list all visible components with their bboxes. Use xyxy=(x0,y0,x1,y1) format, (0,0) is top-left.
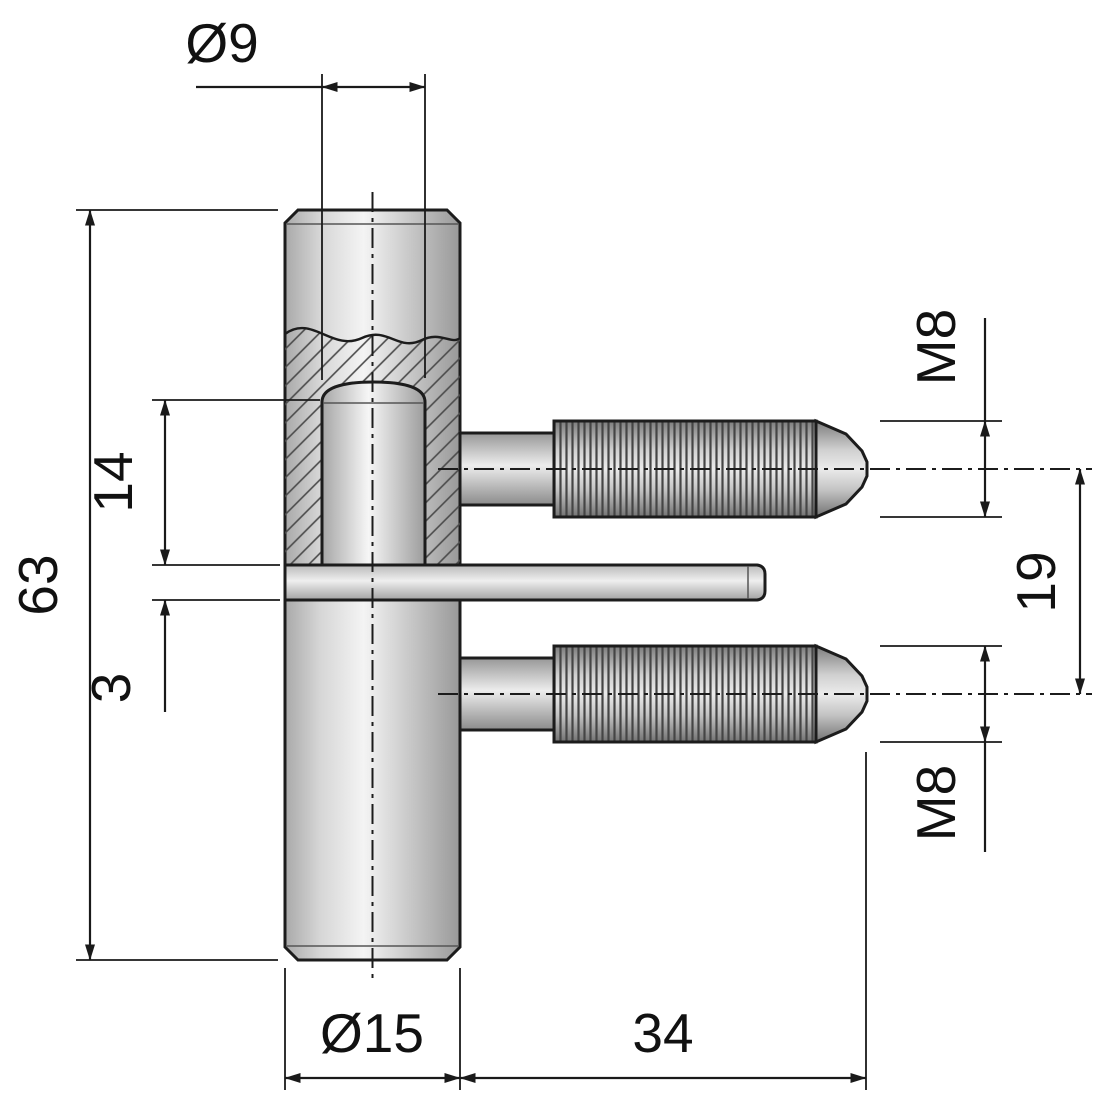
dim-body-diameter: Ø15 xyxy=(284,968,461,1090)
break-line xyxy=(284,326,461,345)
dim-label-overall-length: 63 xyxy=(7,554,69,615)
dim-stud-length: 34 xyxy=(459,752,867,1090)
dim-pin-diameter: Ø9 xyxy=(185,12,426,380)
mounting-plate xyxy=(283,563,767,602)
dim-label-lower-thread: M8 xyxy=(905,765,967,841)
dim-label-body-diameter: Ø15 xyxy=(320,1002,424,1064)
dim-upper-thread: M8 xyxy=(880,309,1002,518)
dim-label-stud-spacing: 19 xyxy=(1005,551,1067,612)
dim-label-stud-length: 34 xyxy=(632,1002,693,1064)
dim-pin-height: 14 xyxy=(82,399,320,566)
dim-label-pin-diameter: Ø9 xyxy=(185,12,258,74)
dim-label-plate-thickness: 3 xyxy=(80,673,142,704)
dim-plate-thickness: 3 xyxy=(80,599,280,712)
dim-stud-spacing: 19 xyxy=(1005,468,1085,695)
dim-label-upper-thread: M8 xyxy=(905,309,967,385)
dim-overall-length: 63 xyxy=(7,209,278,961)
dim-lower-thread: M8 xyxy=(880,645,1002,852)
dim-label-pin-height: 14 xyxy=(82,451,144,512)
